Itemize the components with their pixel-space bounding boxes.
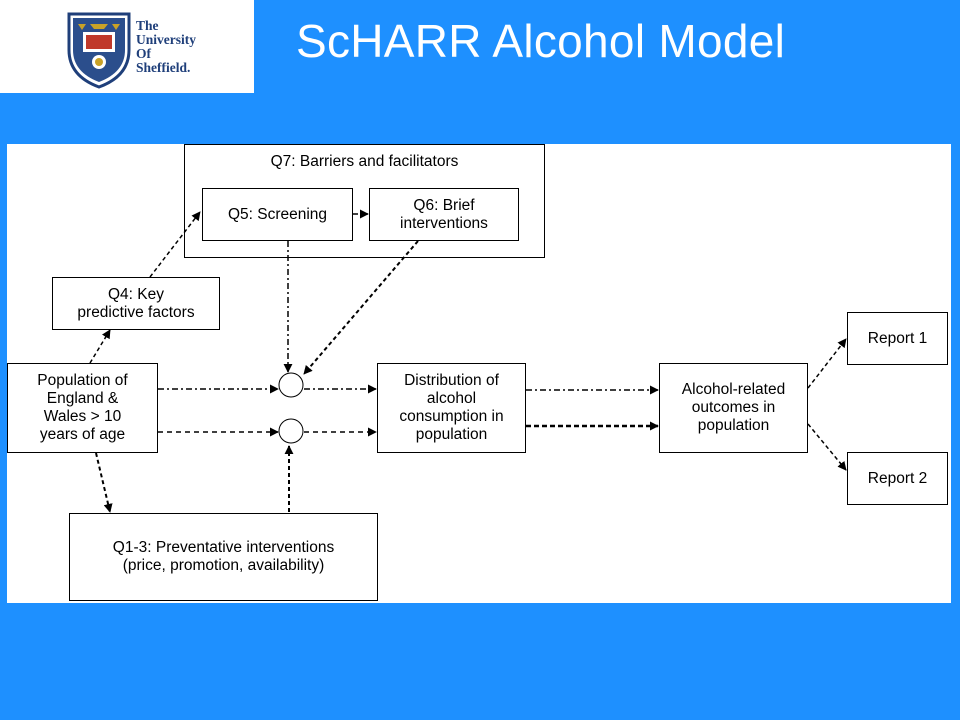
node-q5-screening: Q5: Screening	[202, 188, 353, 241]
node-population: Population of England & Wales > 10 years…	[7, 363, 158, 453]
node-q6-brief-interventions: Q6: Brief interventions	[369, 188, 519, 241]
node-label: Distribution of alcohol consumption in p…	[399, 372, 504, 443]
slide-title: ScHARR Alcohol Model	[296, 15, 786, 67]
arrow-outcomes-to-report-2	[807, 423, 847, 471]
node-q4-key-predictive-factors: Q4: Key predictive factors	[52, 277, 220, 330]
arrow-q6-to-junction-1	[303, 240, 419, 375]
logo-line: Sheffield.	[136, 60, 191, 75]
node-q1-3-preventative-interventions: Q1-3: Preventative interventions (price,…	[69, 513, 378, 601]
logo-line: University	[136, 32, 196, 47]
node-report-1: Report 1	[847, 312, 948, 365]
q7-group-label: Q7: Barriers and facilitators	[270, 153, 459, 170]
junction-circle-2	[278, 418, 304, 444]
logo-line: Of	[136, 46, 151, 61]
arrow-q4-to-q5	[149, 211, 201, 278]
node-label: Q1-3: Preventative interventions (price,…	[112, 539, 335, 574]
node-alcohol-outcomes: Alcohol-related outcomes in population	[659, 363, 808, 453]
arrow-population-to-q1-3	[95, 452, 113, 513]
node-label: Q5: Screening	[227, 205, 328, 223]
node-report-2: Report 2	[847, 452, 948, 505]
node-label: Alcohol-related outcomes in population	[681, 381, 786, 434]
node-label: Report 1	[867, 329, 928, 347]
node-label: Report 2	[867, 469, 928, 487]
node-label: Population of England & Wales > 10 years…	[37, 372, 128, 443]
node-label: Q6: Brief interventions	[400, 196, 488, 232]
node-distribution: Distribution of alcohol consumption in p…	[377, 363, 526, 453]
logo-wordmark: The University Of Sheffield.	[136, 19, 196, 75]
q7-group-box	[184, 144, 545, 258]
node-label: Q4: Key predictive factors	[77, 285, 195, 321]
arrow-outcomes-to-report-1	[807, 338, 847, 389]
arrow-population-to-q4	[89, 329, 111, 364]
logo-line: The	[136, 18, 159, 33]
university-crest-icon	[67, 12, 131, 89]
junction-circle-1	[278, 372, 304, 398]
logo-area: The University Of Sheffield.	[0, 0, 254, 93]
